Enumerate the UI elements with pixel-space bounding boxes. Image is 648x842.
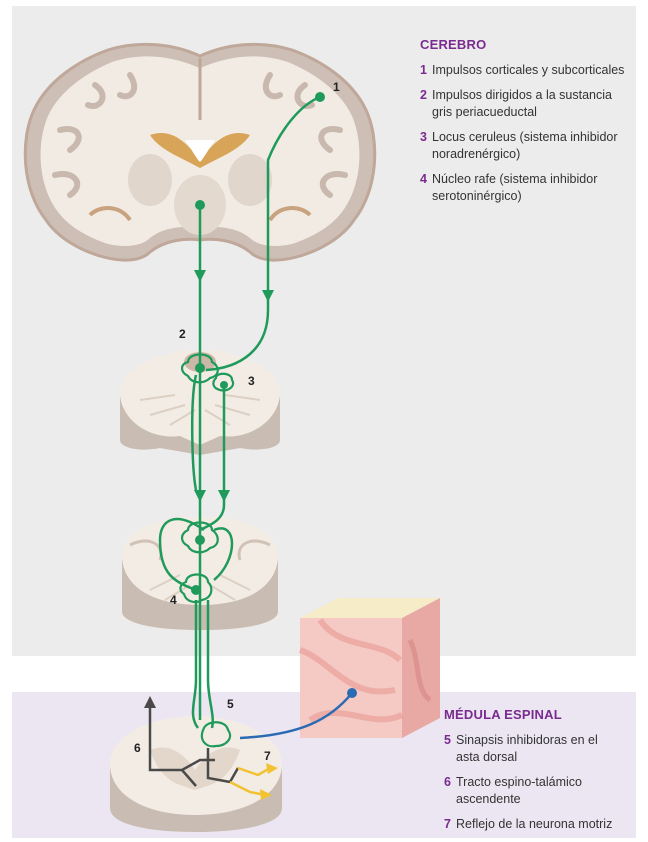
marker-1: 1 bbox=[333, 80, 340, 94]
legend-text: Locus ceruleus (sistema inhibidor noradr… bbox=[432, 129, 630, 163]
legend-item-1: 1 Impulsos corticales y subcorticales bbox=[420, 62, 630, 79]
legend-text: Impulsos corticales y subcorticales bbox=[432, 62, 630, 79]
marker-5: 5 bbox=[227, 697, 234, 711]
legend-text: Impulsos dirigidos a la sustancia gris p… bbox=[432, 87, 630, 121]
legend-num: 4 bbox=[420, 171, 432, 205]
legend-num: 5 bbox=[444, 732, 456, 766]
legend-item-5: 5 Sinapsis inhibidoras en el asta dorsal bbox=[444, 732, 624, 766]
ascending-arrow-head bbox=[144, 696, 156, 708]
legend-item-6: 6 Tracto espino-talámico ascendente bbox=[444, 774, 624, 808]
marker-2: 2 bbox=[179, 327, 186, 341]
marker-3: 3 bbox=[248, 374, 255, 388]
skin-tissue-block bbox=[300, 598, 440, 738]
legend-item-2: 2 Impulsos dirigidos a la sustancia gris… bbox=[420, 87, 630, 121]
legend-num: 6 bbox=[444, 774, 456, 808]
legend-num: 2 bbox=[420, 87, 432, 121]
marker-7: 7 bbox=[264, 749, 271, 763]
marker-6: 6 bbox=[134, 741, 141, 755]
cerebro-heading: CEREBRO bbox=[420, 36, 630, 53]
legend-num: 7 bbox=[444, 816, 456, 833]
legend-item-7: 7 Reflejo de la neurona motriz bbox=[444, 816, 624, 833]
marker-4: 4 bbox=[170, 593, 177, 607]
medula-legend: MÉDULA ESPINAL 5 Sinapsis inhibidoras en… bbox=[444, 706, 624, 841]
medula-heading: MÉDULA ESPINAL bbox=[444, 706, 624, 723]
legend-num: 3 bbox=[420, 129, 432, 163]
legend-text: Sinapsis inhibidoras en el asta dorsal bbox=[456, 732, 624, 766]
legend-item-4: 4 Núcleo rafe (sistema inhibidor seroton… bbox=[420, 171, 630, 205]
legend-text: Núcleo rafe (sistema inhibidor serotonin… bbox=[432, 171, 630, 205]
legend-text: Tracto espino-talámico ascendente bbox=[456, 774, 624, 808]
legend-num: 1 bbox=[420, 62, 432, 79]
cerebro-legend: CEREBRO 1 Impulsos corticales y subcorti… bbox=[420, 36, 630, 213]
legend-text: Reflejo de la neurona motriz bbox=[456, 816, 624, 833]
legend-item-3: 3 Locus ceruleus (sistema inhibidor nora… bbox=[420, 129, 630, 163]
